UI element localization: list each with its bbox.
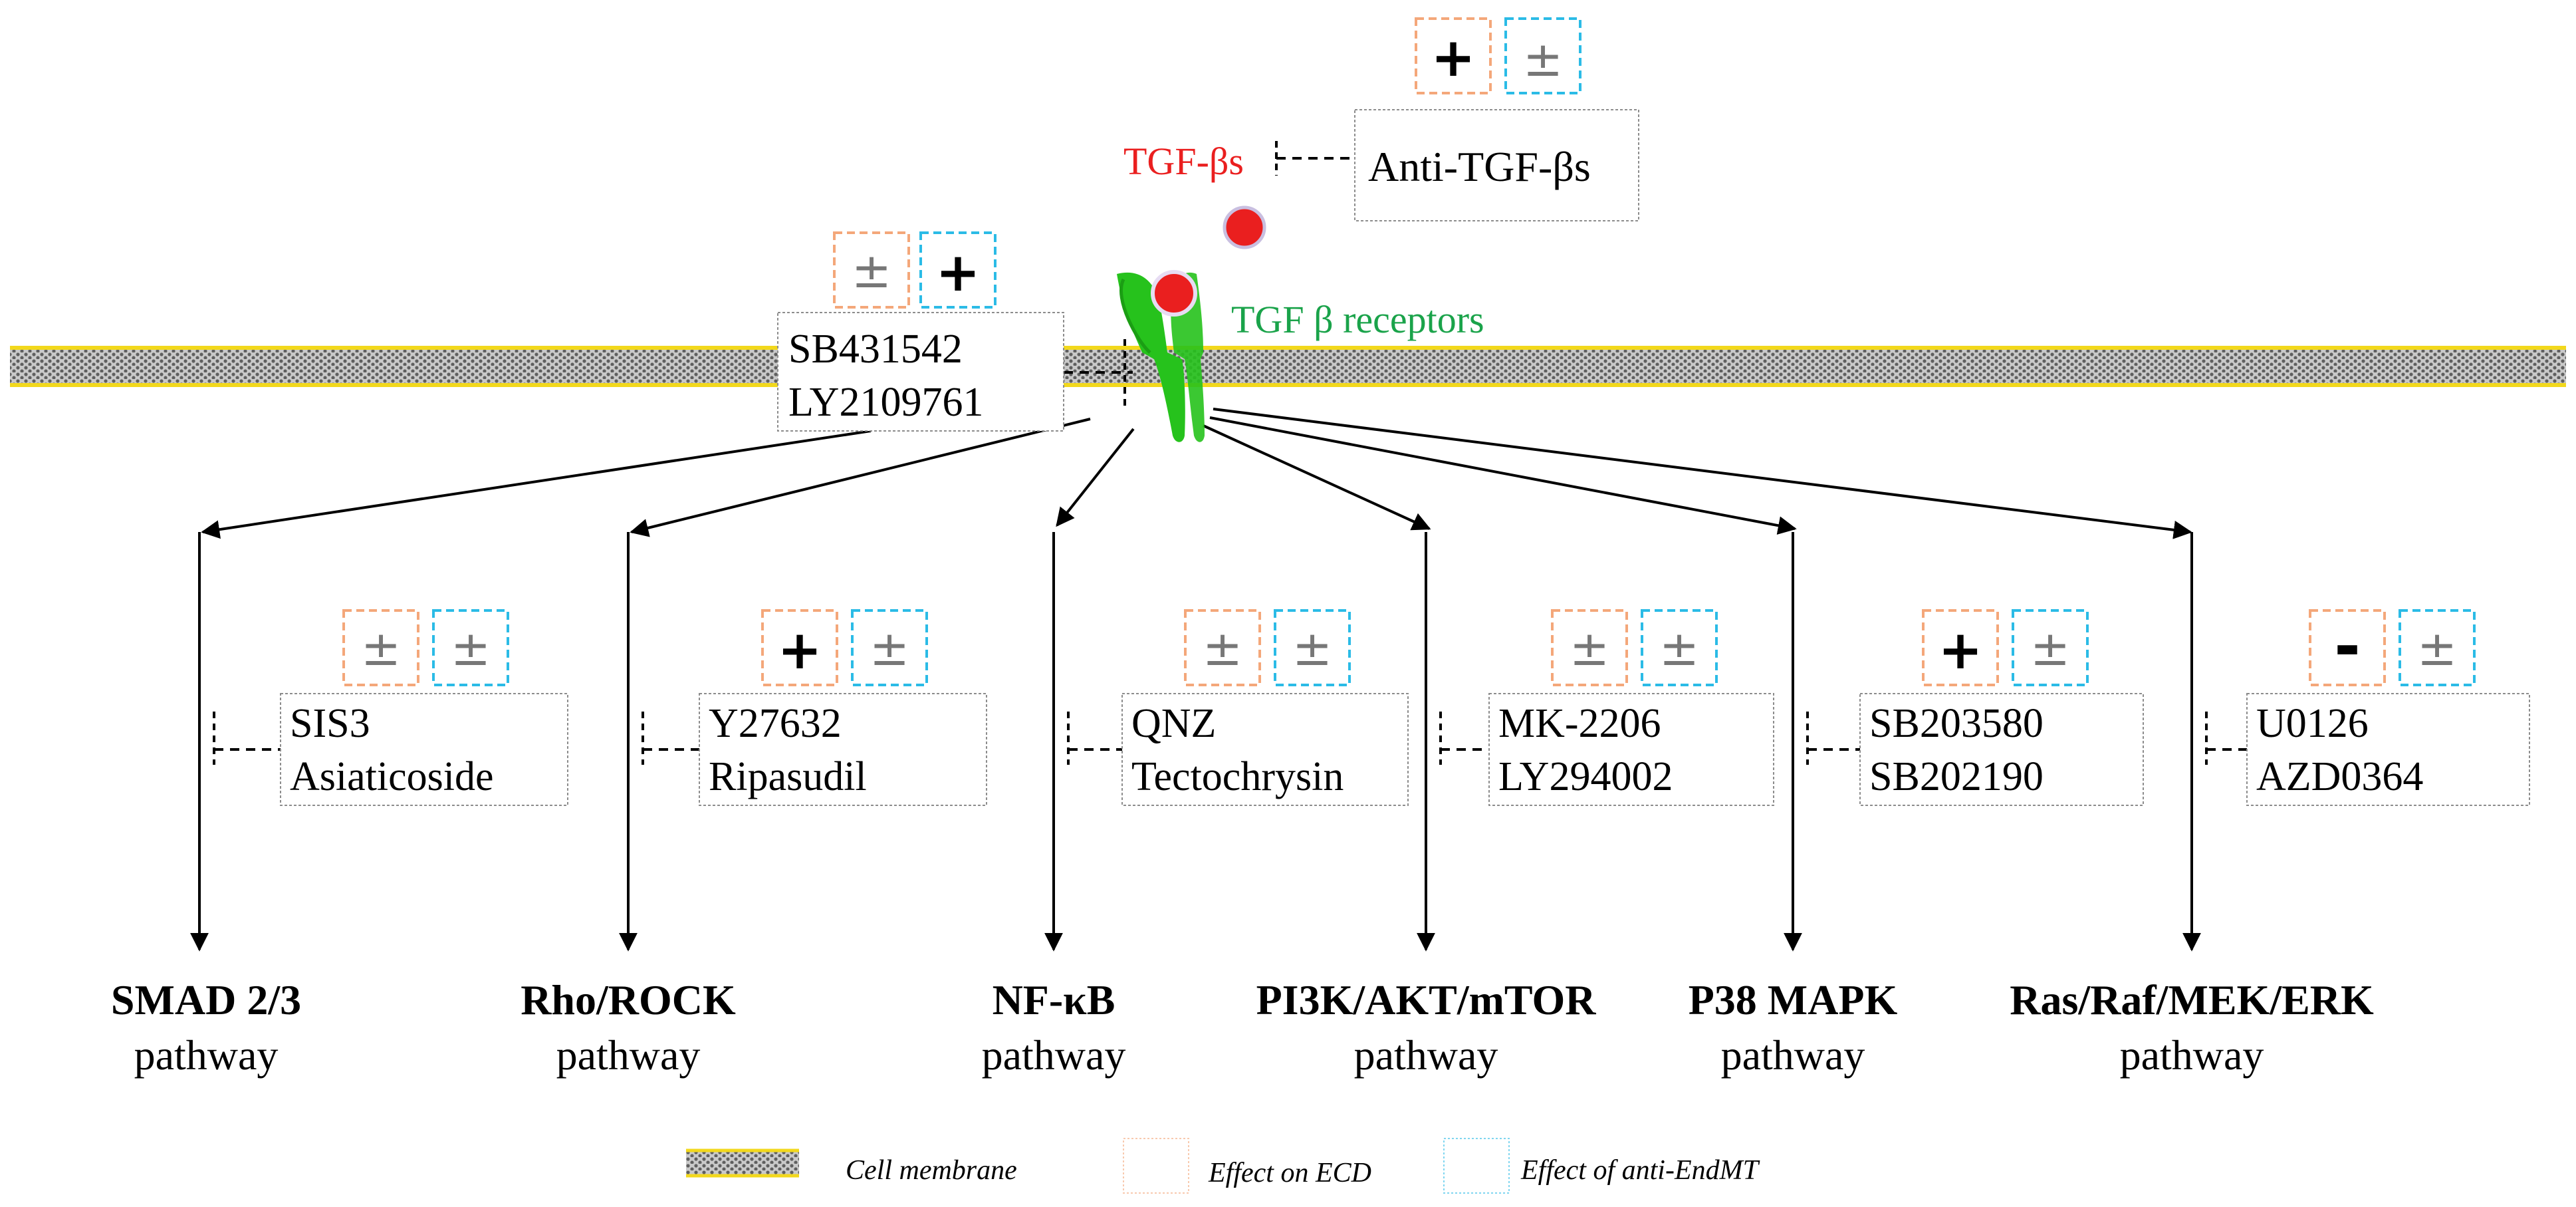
endmt-effect-box xyxy=(2012,609,2089,686)
effect-symbol: ± xyxy=(1203,620,1242,676)
drug-box xyxy=(280,693,568,806)
drug-name: SIS3 xyxy=(290,701,370,746)
ecd-effect-box xyxy=(2309,609,2386,686)
receptor-inhibitor-box xyxy=(777,312,1064,432)
legend-ecd-swatch xyxy=(1123,1138,1189,1194)
ecd-effect-box xyxy=(1922,609,1999,686)
effect-symbol: ± xyxy=(1292,620,1332,676)
effect-symbol: ± xyxy=(361,620,401,676)
drug-name: Tectochrysin xyxy=(1131,754,1344,799)
effect-symbol: + xyxy=(777,619,822,681)
drug-box xyxy=(1488,693,1774,806)
anti-tgf-box xyxy=(1354,109,1639,221)
bound-ligand xyxy=(1151,270,1197,317)
ecd-effect-box xyxy=(342,609,419,686)
pathway-suffix: pathway xyxy=(556,1031,701,1079)
pathway-suffix: pathway xyxy=(134,1031,279,1079)
endmt-effect-box xyxy=(432,609,509,686)
legend-endmt-swatch xyxy=(1443,1138,1510,1194)
receptor-inhibitor-drug-1: SB431542 xyxy=(788,327,963,372)
ecd-effect-box xyxy=(833,231,910,309)
effect-symbol: + xyxy=(1938,619,1982,681)
drug-name: SB203580 xyxy=(1869,701,2044,746)
drug-box xyxy=(1859,693,2144,806)
pathway-name: PI3K/AKT/mTOR xyxy=(1256,976,1597,1023)
drug-box xyxy=(1121,693,1409,806)
effect-symbol: ± xyxy=(2030,620,2070,676)
drug-name: LY294002 xyxy=(1498,754,1673,799)
drug-box xyxy=(699,693,987,806)
drug-name: QNZ xyxy=(1131,701,1216,746)
ecd-effect-box xyxy=(1184,609,1261,686)
ecd-effect-box xyxy=(1551,609,1628,686)
endmt-effect-box xyxy=(1641,609,1718,686)
drug-name: MK-2206 xyxy=(1498,701,1661,746)
effect-symbol: ± xyxy=(1659,620,1699,676)
pathway-name: P38 MAPK xyxy=(1689,976,1898,1023)
arrow-to-pi3k xyxy=(1203,424,1431,531)
drug-name: Ripasudil xyxy=(709,754,867,799)
signal-arrows xyxy=(201,408,2192,539)
effect-symbol: ± xyxy=(870,620,909,676)
drug-box xyxy=(2246,693,2530,806)
legend-endmt-label: Effect of anti-EndMT xyxy=(1520,1155,1760,1186)
endmt-effect-box xyxy=(1504,17,1581,94)
ecd-effect-symbol: + xyxy=(1431,27,1475,88)
free-ligand xyxy=(1223,205,1266,249)
arrow-to-ras xyxy=(1213,408,2192,539)
endmt-effect-box xyxy=(851,609,928,686)
arrow-to-smad xyxy=(201,430,872,539)
endmt-effect-symbol: + xyxy=(935,241,980,303)
pathway-suffix: pathway xyxy=(1721,1031,1865,1079)
pathway-name: Rho/ROCK xyxy=(521,976,736,1023)
pathway-suffix: pathway xyxy=(982,1031,1126,1079)
drug-name: SB202190 xyxy=(1869,754,2044,799)
ecd-effect-box xyxy=(1415,17,1492,94)
receptor-inhibitor-group: SB431542 LY2109761 ± + xyxy=(777,231,1133,432)
endmt-effect-symbol: ± xyxy=(1523,31,1563,87)
endmt-effect-box xyxy=(2399,609,2476,686)
drug-name: Asiaticoside xyxy=(290,754,494,799)
arrow-to-rho xyxy=(630,418,1091,537)
ligand-label: TGF-βs xyxy=(1123,140,1244,183)
pathway-name: SMAD 2/3 xyxy=(111,976,301,1023)
ecd-effect-box xyxy=(761,609,838,686)
drug-name: Y27632 xyxy=(709,701,842,746)
endmt-effect-box xyxy=(1274,609,1351,686)
pathway-name: Ras/Raf/MEK/ERK xyxy=(2010,976,2374,1023)
effect-symbol: ± xyxy=(451,620,491,676)
drug-name: U0126 xyxy=(2256,701,2369,746)
legend-ecd-label: Effect on ECD xyxy=(1208,1158,1371,1188)
effect-symbol: ± xyxy=(1570,620,1609,676)
legend-membrane-label: Cell membrane xyxy=(846,1155,1017,1186)
arrow-to-nfkb xyxy=(1056,428,1135,527)
endmt-effect-box xyxy=(919,231,996,309)
cell-membrane xyxy=(10,346,2566,387)
arrow-to-p38 xyxy=(1209,416,1797,535)
pathway-suffix: pathway xyxy=(2120,1031,2264,1079)
legend: Cell membrane Effect on ECD Effect of an… xyxy=(686,1138,1760,1194)
drug-name: AZD0364 xyxy=(2256,754,2423,799)
pathway-name: NF-κB xyxy=(993,976,1115,1023)
effect-symbol: ± xyxy=(2417,620,2457,676)
receptor-label: TGF β receptors xyxy=(1231,298,1484,341)
effect-symbol: - xyxy=(2334,609,2361,684)
ecd-effect-symbol: ± xyxy=(852,243,891,299)
legend-membrane-swatch xyxy=(686,1148,799,1178)
anti-tgf-group: Anti-TGF-βs + ± xyxy=(1275,17,1639,221)
pathway-suffix: pathway xyxy=(1354,1031,1498,1079)
anti-tgf-label: Anti-TGF-βs xyxy=(1368,143,1591,190)
receptor-inhibitor-drug-2: LY2109761 xyxy=(788,380,983,425)
